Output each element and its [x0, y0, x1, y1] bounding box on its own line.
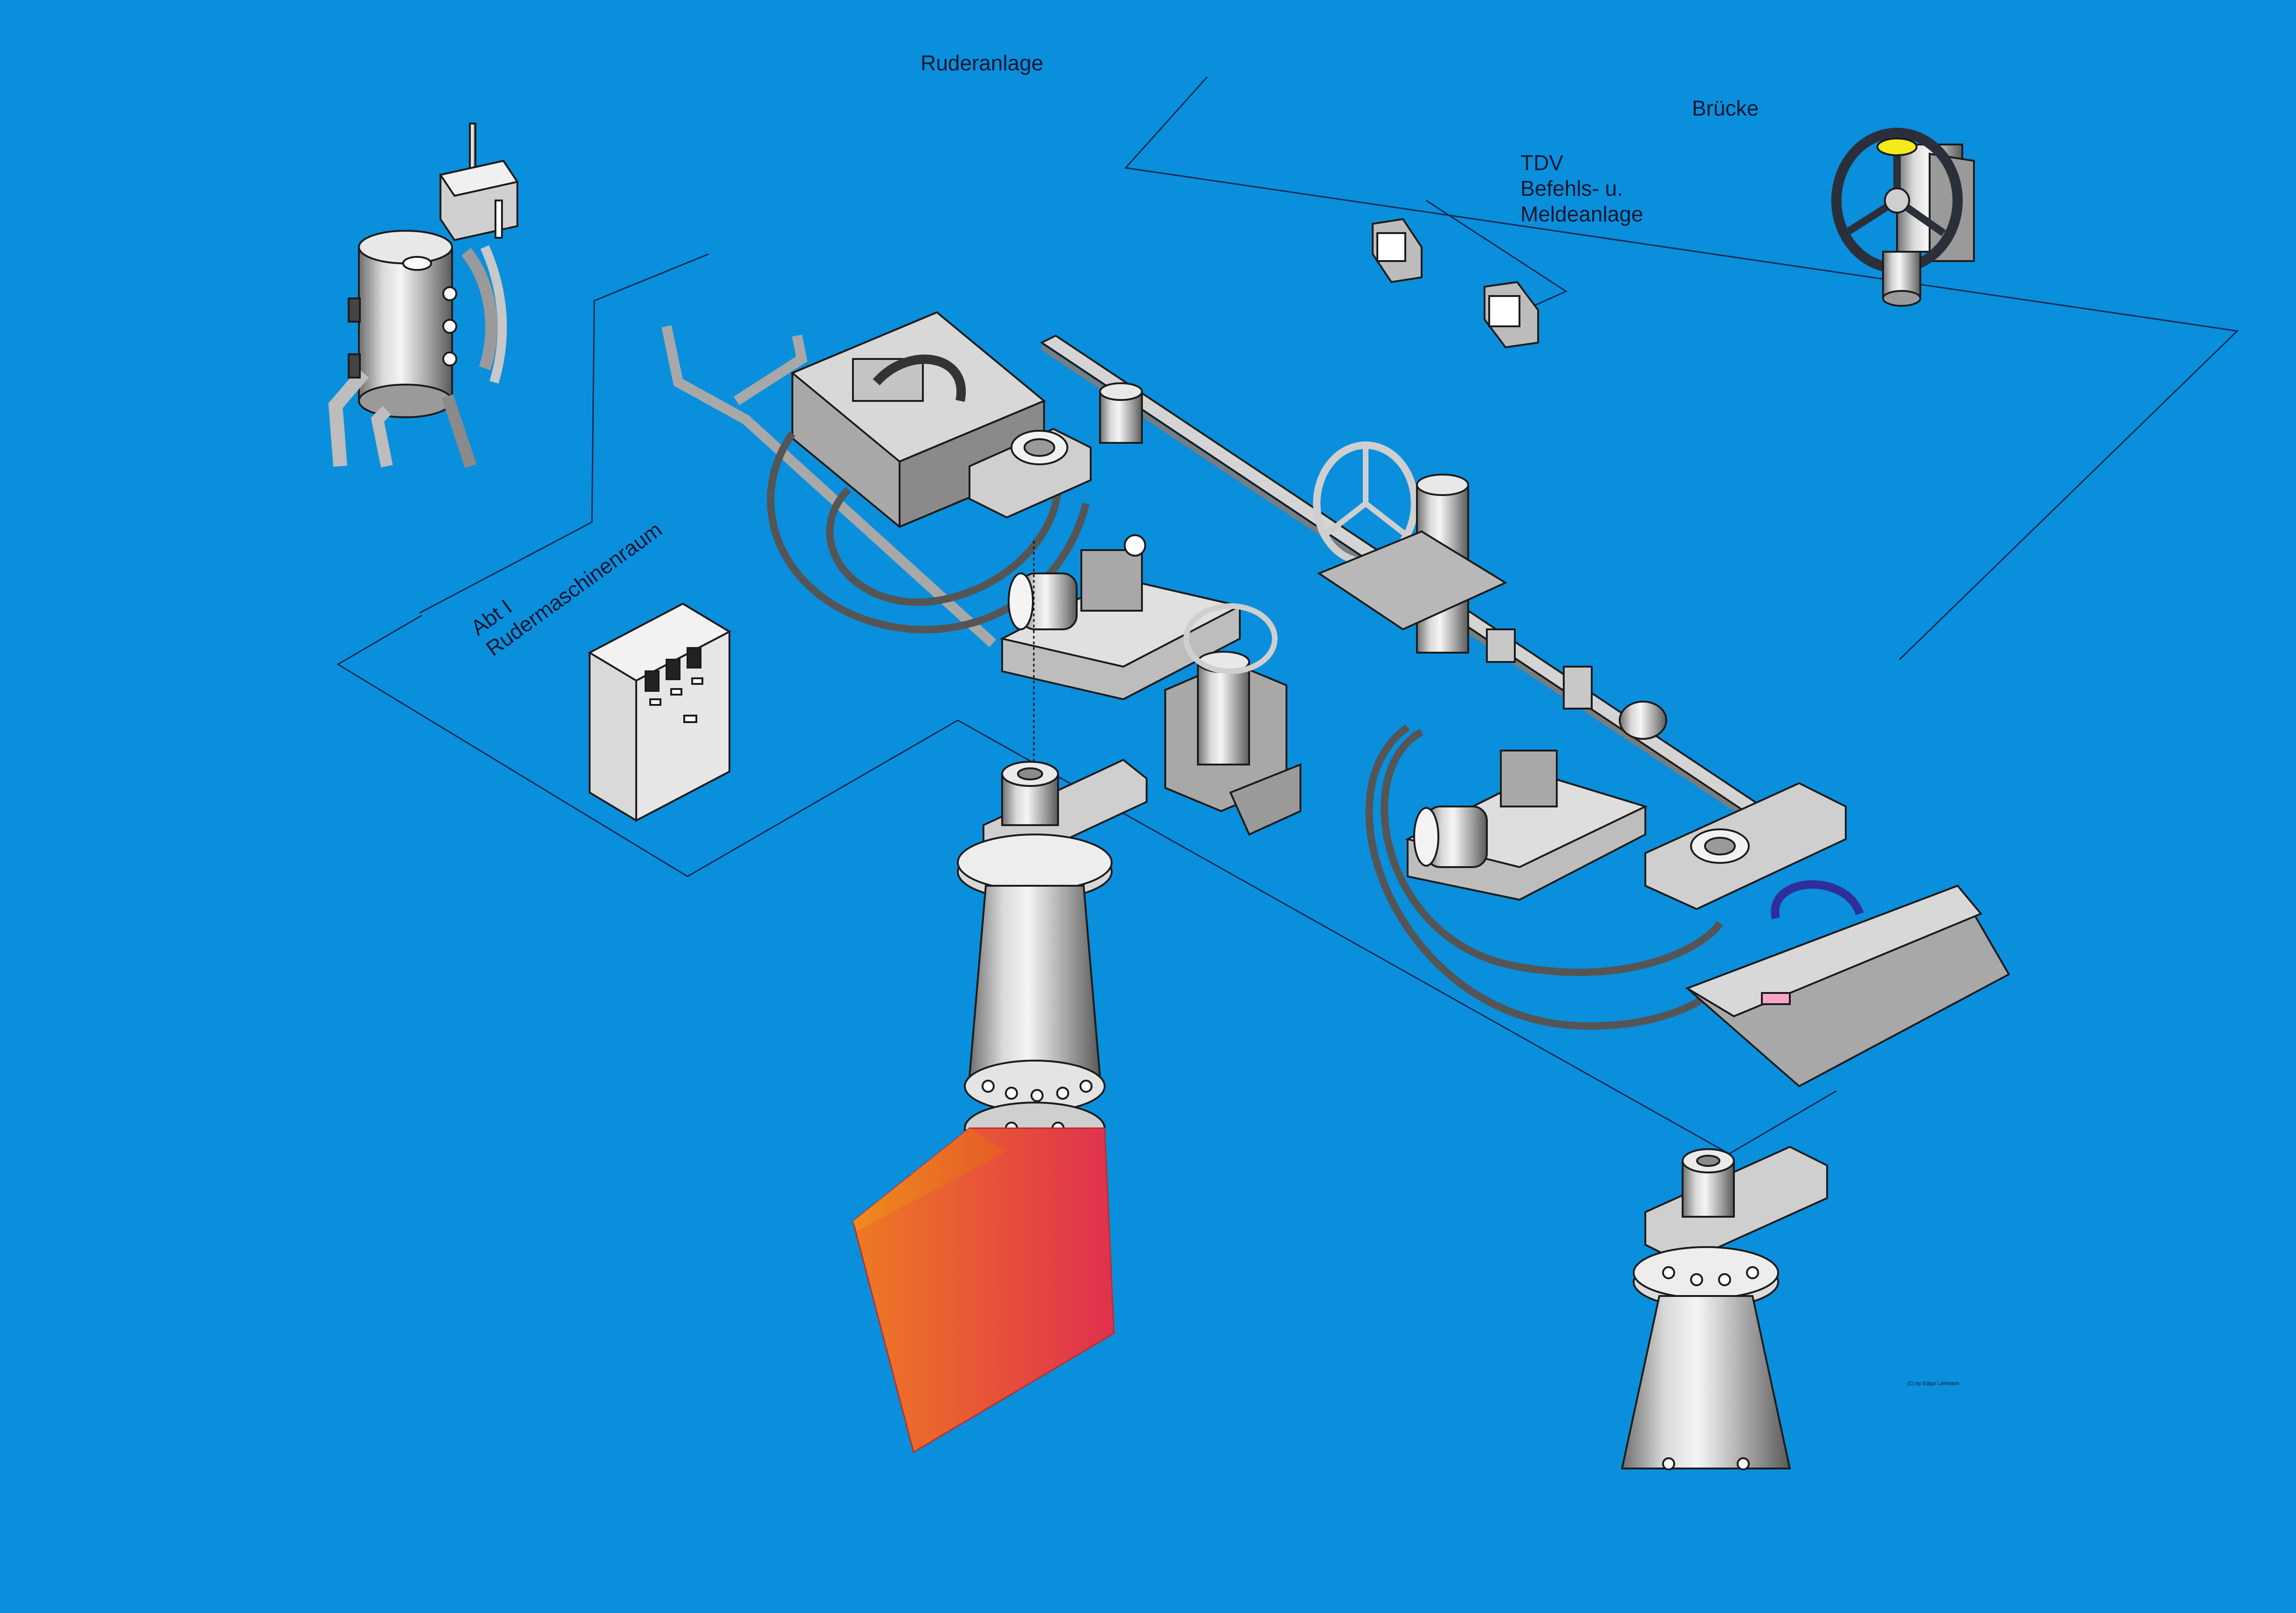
- bridge-helm: [1831, 128, 1975, 307]
- tdv-label: TDV Befehls- u. Meldeanlage: [1520, 150, 1643, 227]
- control-cabinet: [587, 602, 732, 822]
- hydraulic-tank: [328, 123, 519, 469]
- tdv-label-line: Befehls- u.: [1520, 176, 1623, 201]
- rudder-stock-detail: [1621, 1145, 1828, 1470]
- tdv-label-line: Meldeanlage: [1520, 202, 1643, 227]
- main-steering-gear: [661, 311, 2010, 1088]
- tdv-label-line: TDV: [1520, 151, 1563, 175]
- copyright-notice: (C) by Edgar Lehmann: [1907, 1381, 1959, 1386]
- tdv-indicators: [1372, 218, 1539, 349]
- bridge-label: Brücke: [1692, 96, 1759, 120]
- rudder-blade: [852, 1127, 1115, 1454]
- room-outlines: [337, 76, 2239, 1155]
- diagram-title: Ruderanlage: [921, 51, 1044, 75]
